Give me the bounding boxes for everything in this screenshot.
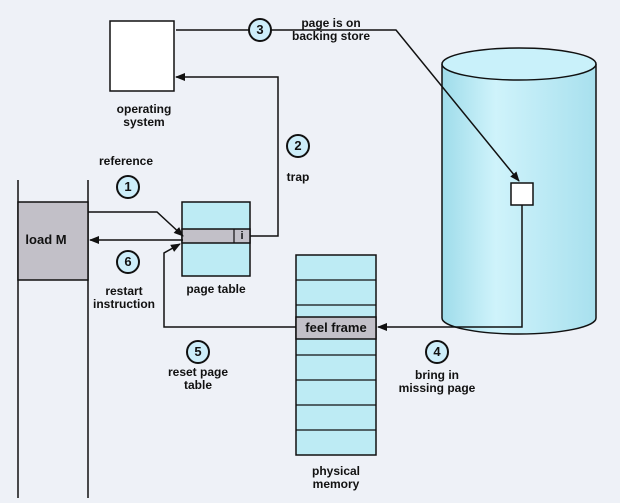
step-2-badge: 2: [286, 134, 310, 158]
arrow-bring-in-page: [377, 205, 523, 331]
arrow-reference: [88, 211, 184, 237]
label-reference: reference: [98, 154, 154, 168]
free-frame-slot: [295, 316, 377, 340]
label-page-table: page table: [186, 282, 246, 296]
load-m-box: [17, 201, 89, 281]
backing-store-page: [510, 182, 534, 206]
step-5-badge: 5: [186, 340, 210, 364]
label-trap: trap: [286, 170, 310, 184]
backing-store-cylinder: [441, 47, 597, 335]
step-1-badge: 1: [116, 175, 140, 199]
step-4-badge: 4: [425, 340, 449, 364]
label-page-table-bit: i: [240, 230, 244, 242]
arrow-reset-page-table: [163, 243, 296, 328]
label-free-frame: feel frame: [305, 320, 367, 335]
label-load-m: load M: [25, 232, 67, 247]
operating-system-box: [109, 20, 175, 92]
arrow-trap: [175, 73, 279, 237]
program-frame: [17, 180, 89, 498]
step-3-badge: 3: [248, 18, 272, 42]
physical-memory: [295, 254, 377, 456]
step-6-badge: 6: [116, 250, 140, 274]
